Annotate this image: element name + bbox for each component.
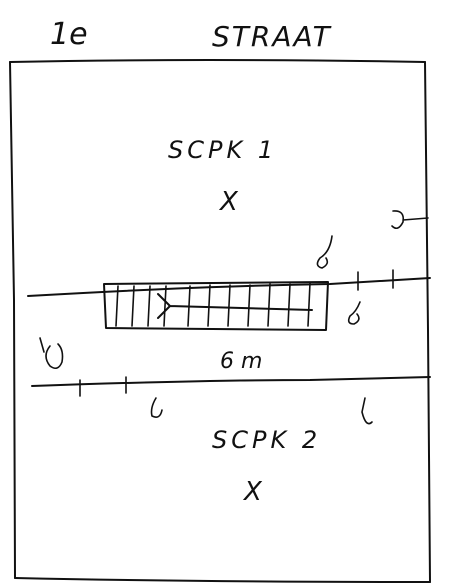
- curl-mark-top-right: [316, 235, 333, 269]
- frame-right-edge: [424, 61, 431, 583]
- zone-bottom-label: SCPK 2: [212, 426, 321, 454]
- zone-top-marker: X: [218, 187, 239, 217]
- distance-label: 6 m: [220, 349, 262, 374]
- street-number-label: 1e: [50, 17, 88, 52]
- curl-mark-lower-left: [150, 397, 163, 418]
- upper-road-line: [27, 277, 431, 297]
- zone-bottom-marker: X: [242, 477, 263, 507]
- curl-mark-lower-right: [361, 397, 373, 425]
- zone-top-label: SCPK 1: [168, 136, 277, 164]
- frame-top-edge: [9, 59, 426, 63]
- crossing-direction-arrow: [157, 293, 313, 319]
- frame-left-edge: [9, 61, 16, 579]
- frame-bottom-edge: [14, 577, 431, 583]
- crossing-hatch-lines: [115, 282, 311, 327]
- crossing-rectangle: [103, 281, 329, 331]
- curl-mark-mid-right: [347, 301, 361, 325]
- curl-mark-left: [39, 337, 64, 370]
- street-name-label: STRAAT: [212, 20, 332, 53]
- lower-road-line: [31, 376, 431, 387]
- edge-hook-mark: [391, 210, 429, 230]
